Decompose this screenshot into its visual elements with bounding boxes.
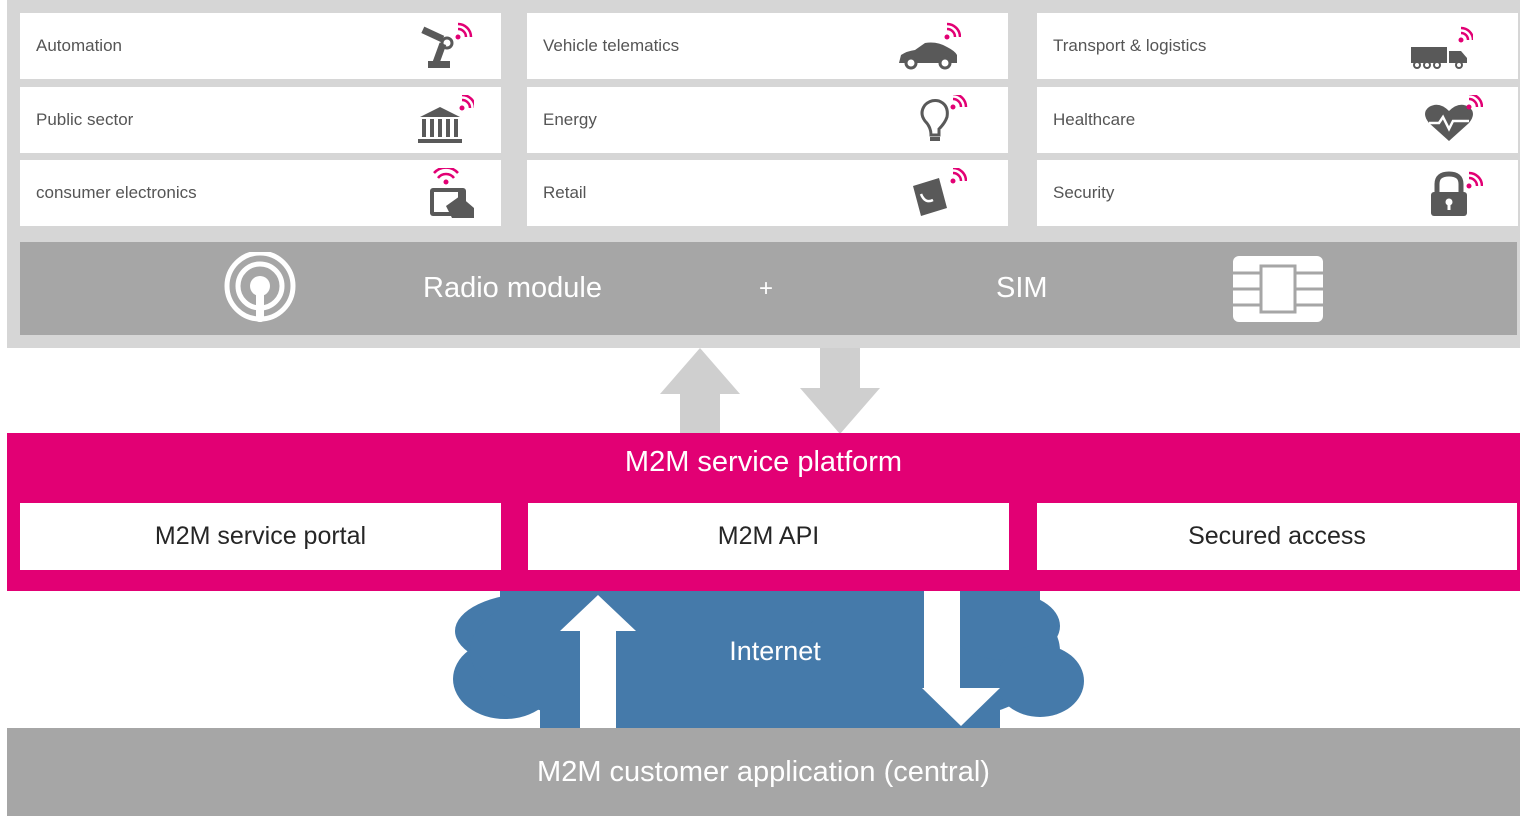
platform-title: M2M service platform	[624, 446, 903, 478]
government-building-icon	[418, 95, 474, 143]
shopping-bag-icon	[913, 168, 967, 216]
tile-label: Public sector	[36, 110, 134, 129]
m2m-api-box: M2M API	[528, 503, 1009, 570]
robot-arm-icon	[421, 22, 473, 68]
tile-label: Security	[1053, 183, 1115, 202]
tile-label: Retail	[543, 183, 587, 202]
heart-pulse-icon	[1425, 95, 1483, 141]
tile-public-sector: Public sector	[20, 87, 501, 153]
antenna-icon	[224, 252, 296, 322]
customer-application-bar: M2M customer application (central)	[7, 728, 1520, 816]
tile-label: Healthcare	[1053, 110, 1136, 129]
tile-label: consumer electronics	[36, 183, 197, 202]
customer-application-label: M2M customer application (central)	[537, 756, 990, 788]
tile-security: Security	[1037, 160, 1518, 226]
tile-retail: Retail	[527, 160, 1008, 226]
secured-access-box: Secured access	[1037, 503, 1517, 570]
device-platform-arrows	[660, 348, 880, 434]
tile-automation: Automation	[20, 13, 501, 79]
sim-chip-icon	[1233, 256, 1323, 322]
padlock-icon	[1431, 171, 1483, 216]
upload-arrow	[560, 595, 636, 728]
tile-transport-logistics: Transport & logistics	[1037, 13, 1518, 79]
tile-healthcare: Healthcare	[1037, 87, 1518, 153]
car-icon	[899, 22, 961, 70]
sim-label: SIM	[996, 272, 1048, 304]
lightbulb-icon	[920, 95, 968, 141]
plus-sign: +	[759, 275, 774, 302]
radio-sim-bar: Radio module + SIM	[20, 242, 1517, 335]
m2m-service-platform: M2M service platform M2M service portal …	[7, 433, 1520, 591]
uplink-arrow	[660, 348, 740, 434]
download-arrow	[922, 591, 1000, 726]
internet-label: Internet	[729, 636, 821, 666]
tablet-hand-icon	[430, 168, 474, 218]
internet-cloud	[453, 591, 1084, 728]
tile-label: Vehicle telematics	[543, 36, 680, 55]
tile-consumer-electronics: consumer electronics	[20, 160, 501, 226]
tile-label: Automation	[36, 36, 122, 55]
tile-energy: Energy	[527, 87, 1008, 153]
m2m-service-portal-box: M2M service portal	[20, 503, 501, 570]
radio-module-label: Radio module	[423, 272, 602, 304]
downlink-arrow	[800, 348, 880, 434]
truck-icon	[1411, 26, 1473, 69]
tile-label: Transport & logistics	[1053, 36, 1207, 55]
tile-label: Energy	[543, 110, 597, 129]
tile-vehicle-telematics: Vehicle telematics	[527, 13, 1008, 79]
